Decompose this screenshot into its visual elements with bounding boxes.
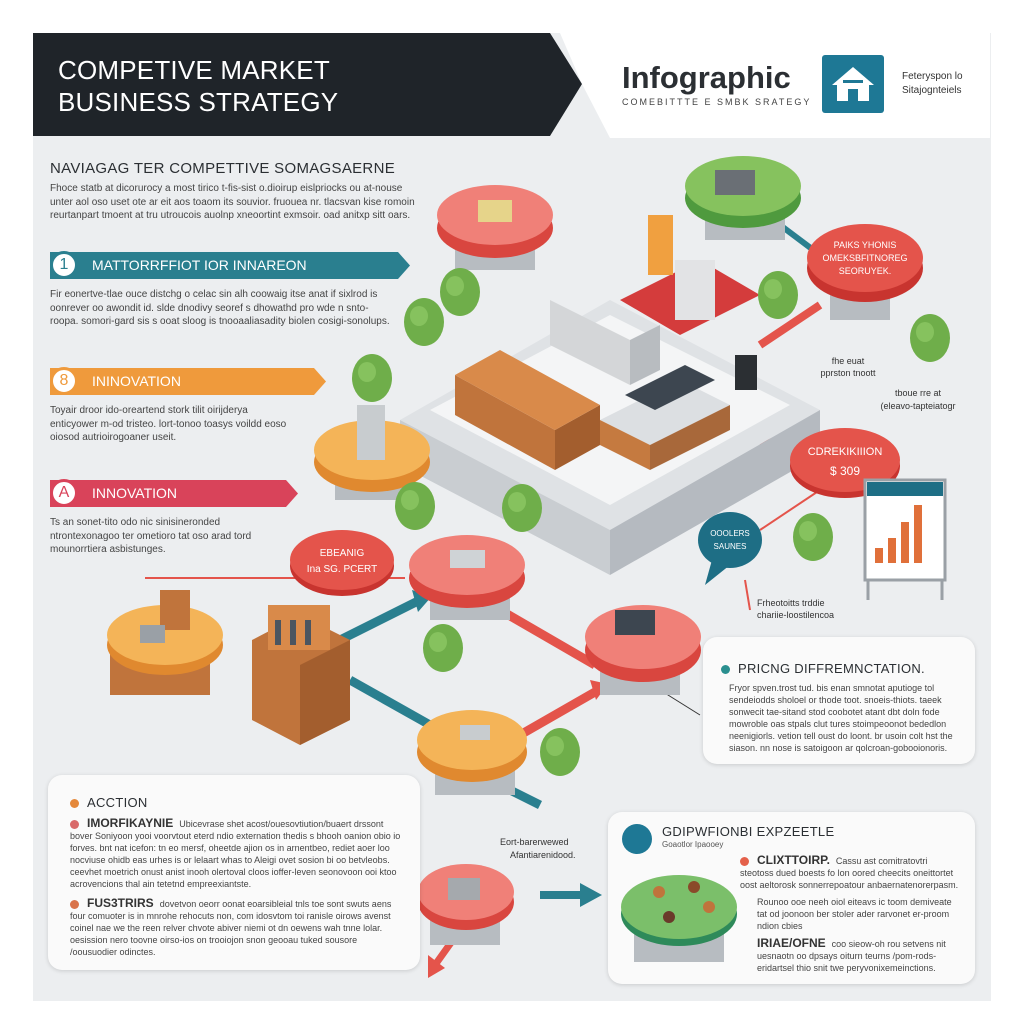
bullet-dot — [70, 820, 79, 830]
title-line-2: BUSINESS STRATEGY — [58, 87, 339, 117]
note-text: fhe euat — [832, 356, 865, 366]
pricing-card-title: PRICNG DIFFREMNCTATION. — [721, 661, 961, 676]
section-number-badge: 8 — [50, 367, 78, 395]
brand-subtitle: COMEBITTTE E SMBK SRATEGY — [622, 97, 812, 107]
section-banner-2: ININOVATION — [50, 368, 326, 395]
bubble-text: OOOLERS — [710, 529, 750, 538]
experience-item: Rounoo ooe neeh oiol eiteavs ic toom dem… — [757, 897, 952, 931]
note-text: (eleavo-tapteiatogr — [880, 401, 955, 411]
section-text-1: Fir eonertve-tlae ouce distchg o celac s… — [50, 289, 390, 327]
experience-item-text: Cassu ast comitratovtri steotoss dued bo… — [740, 856, 959, 890]
platform-top-left — [437, 185, 553, 270]
section-text-3: Ts an sonet-tito odo nic sinisineronded … — [50, 517, 252, 555]
price-value: $ 309 — [830, 464, 860, 478]
action-item-label: IMORFIKAYNIE — [87, 816, 174, 830]
logo-note-line: Sitajognteiels — [902, 85, 962, 96]
platform-center-red — [409, 535, 525, 620]
experience-item-label: CLIXTTOIRP. — [757, 853, 830, 867]
speech-bubble: OOOLERS SAUNES — [698, 512, 762, 585]
pricing-card: PRICNG DIFFREMNCTATION. Fryor spven.tros… — [703, 637, 975, 764]
bullet-dot — [70, 799, 79, 809]
experience-card-title: GDIPWFIONBI EXPZEETLE — [662, 824, 835, 839]
note-text: tboue rre at — [895, 388, 942, 398]
logo — [822, 55, 884, 113]
pricing-card-text: Fryor spven.trost tud. bis enan smnotat … — [729, 683, 953, 753]
note-text: Frheotoitts trddie — [757, 598, 825, 608]
action-item-label: FUS3TRIRS — [87, 896, 154, 910]
bullet-dot — [721, 665, 730, 675]
section-title: ININOVATION — [92, 373, 181, 389]
team-table-illustration — [621, 875, 737, 962]
section-number-badge: 1 — [50, 251, 78, 279]
platform-bottom-orange — [417, 710, 527, 795]
section-banner-1: MATTORRFFIOT IOR INNAREON — [50, 252, 410, 279]
house-icon — [832, 67, 874, 101]
note-text: pprston tnoott — [820, 368, 876, 378]
callout-line: SEORUYEK. — [839, 266, 892, 276]
platform-bottom-left — [107, 590, 223, 695]
table-icon — [622, 824, 652, 854]
callout-line: OMEKSBFITNOREG — [822, 253, 907, 263]
section-title: INNOVATION — [92, 485, 178, 501]
callout-line: EBEANIG — [320, 548, 365, 559]
logo-note-line: Feteryspon lo — [902, 71, 963, 82]
note-text: Eort-barerwewed — [500, 837, 569, 847]
platform-top-center — [685, 156, 801, 240]
pricing-title-text: PRICNG DIFFREMNCTATION. — [738, 661, 925, 676]
section-number-badge: A — [50, 479, 78, 507]
logo-note: Feteryspon lo Sitajognteiels — [902, 70, 963, 98]
bubble-text: SAUNES — [714, 542, 747, 551]
callout-line: Ina SG. PCERT — [307, 564, 377, 575]
section-title: MATTORRFFIOT IOR INNAREON — [92, 257, 307, 273]
title-line-1: COMPETIVE MARKET — [58, 55, 330, 85]
page-title: COMPETIVE MARKET BUSINESS STRATEGY — [58, 54, 338, 118]
section-text-2: Toyair droor ido-oreartend stork tilit o… — [50, 405, 287, 443]
experience-items: CLIXTTOIRP.Cassu ast comitratovtri steot… — [740, 812, 975, 984]
section-banner-3: INNOVATION — [50, 480, 298, 507]
callout-line: PAIKS YHONIS — [834, 240, 897, 250]
experience-item-label: IRIAE/OFNE — [757, 936, 826, 950]
experience-item: CLIXTTOIRP.Cassu ast comitratovtri steot… — [740, 854, 963, 891]
callout-left: EBEANIG Ina SG. PCERT — [290, 530, 394, 596]
brand-name: Infographic — [622, 60, 791, 95]
experience-card-subtitle: Goaotlor Ipaooey — [662, 840, 724, 849]
bar-chart-billboard — [863, 478, 947, 600]
bullet-dot — [740, 857, 749, 867]
action-title-text: ACCTION — [87, 795, 148, 810]
bullet-dot — [70, 900, 79, 910]
action-item-text: dovetvon oeorr oonat eoarsibleial tnls t… — [70, 899, 392, 957]
brick-building — [252, 605, 350, 745]
action-item-text: Ubicevrase shet acost/ouesovtiution/buae… — [70, 819, 401, 889]
platform-bottom-center — [418, 864, 514, 945]
intro-heading: NAVIAGAG TER COMPETTIVE SOMAGSAERNE — [50, 160, 396, 177]
platform-right-red — [585, 605, 701, 695]
note-text: Afantiarenidood. — [510, 850, 576, 860]
experience-item-text: coo sieow-oh rou setvens nit uesnaotn oo… — [757, 939, 946, 973]
action-card-title: ACCTION — [70, 795, 406, 810]
platform-left-orange — [314, 405, 430, 500]
callout-top-right: PAIKS YHONIS OMEKSBFITNOREG SEORUYEK. — [807, 224, 923, 320]
callout-line: CDREKIKIIION — [808, 446, 883, 458]
note-text: chariie-loostilencoa — [757, 610, 834, 620]
intro-text: Fhoce statb at dicorurocy a most tirico … — [50, 183, 415, 221]
experience-card: GDIPWFIONBI EXPZEETLE Goaotlor Ipaooey C… — [608, 812, 975, 984]
